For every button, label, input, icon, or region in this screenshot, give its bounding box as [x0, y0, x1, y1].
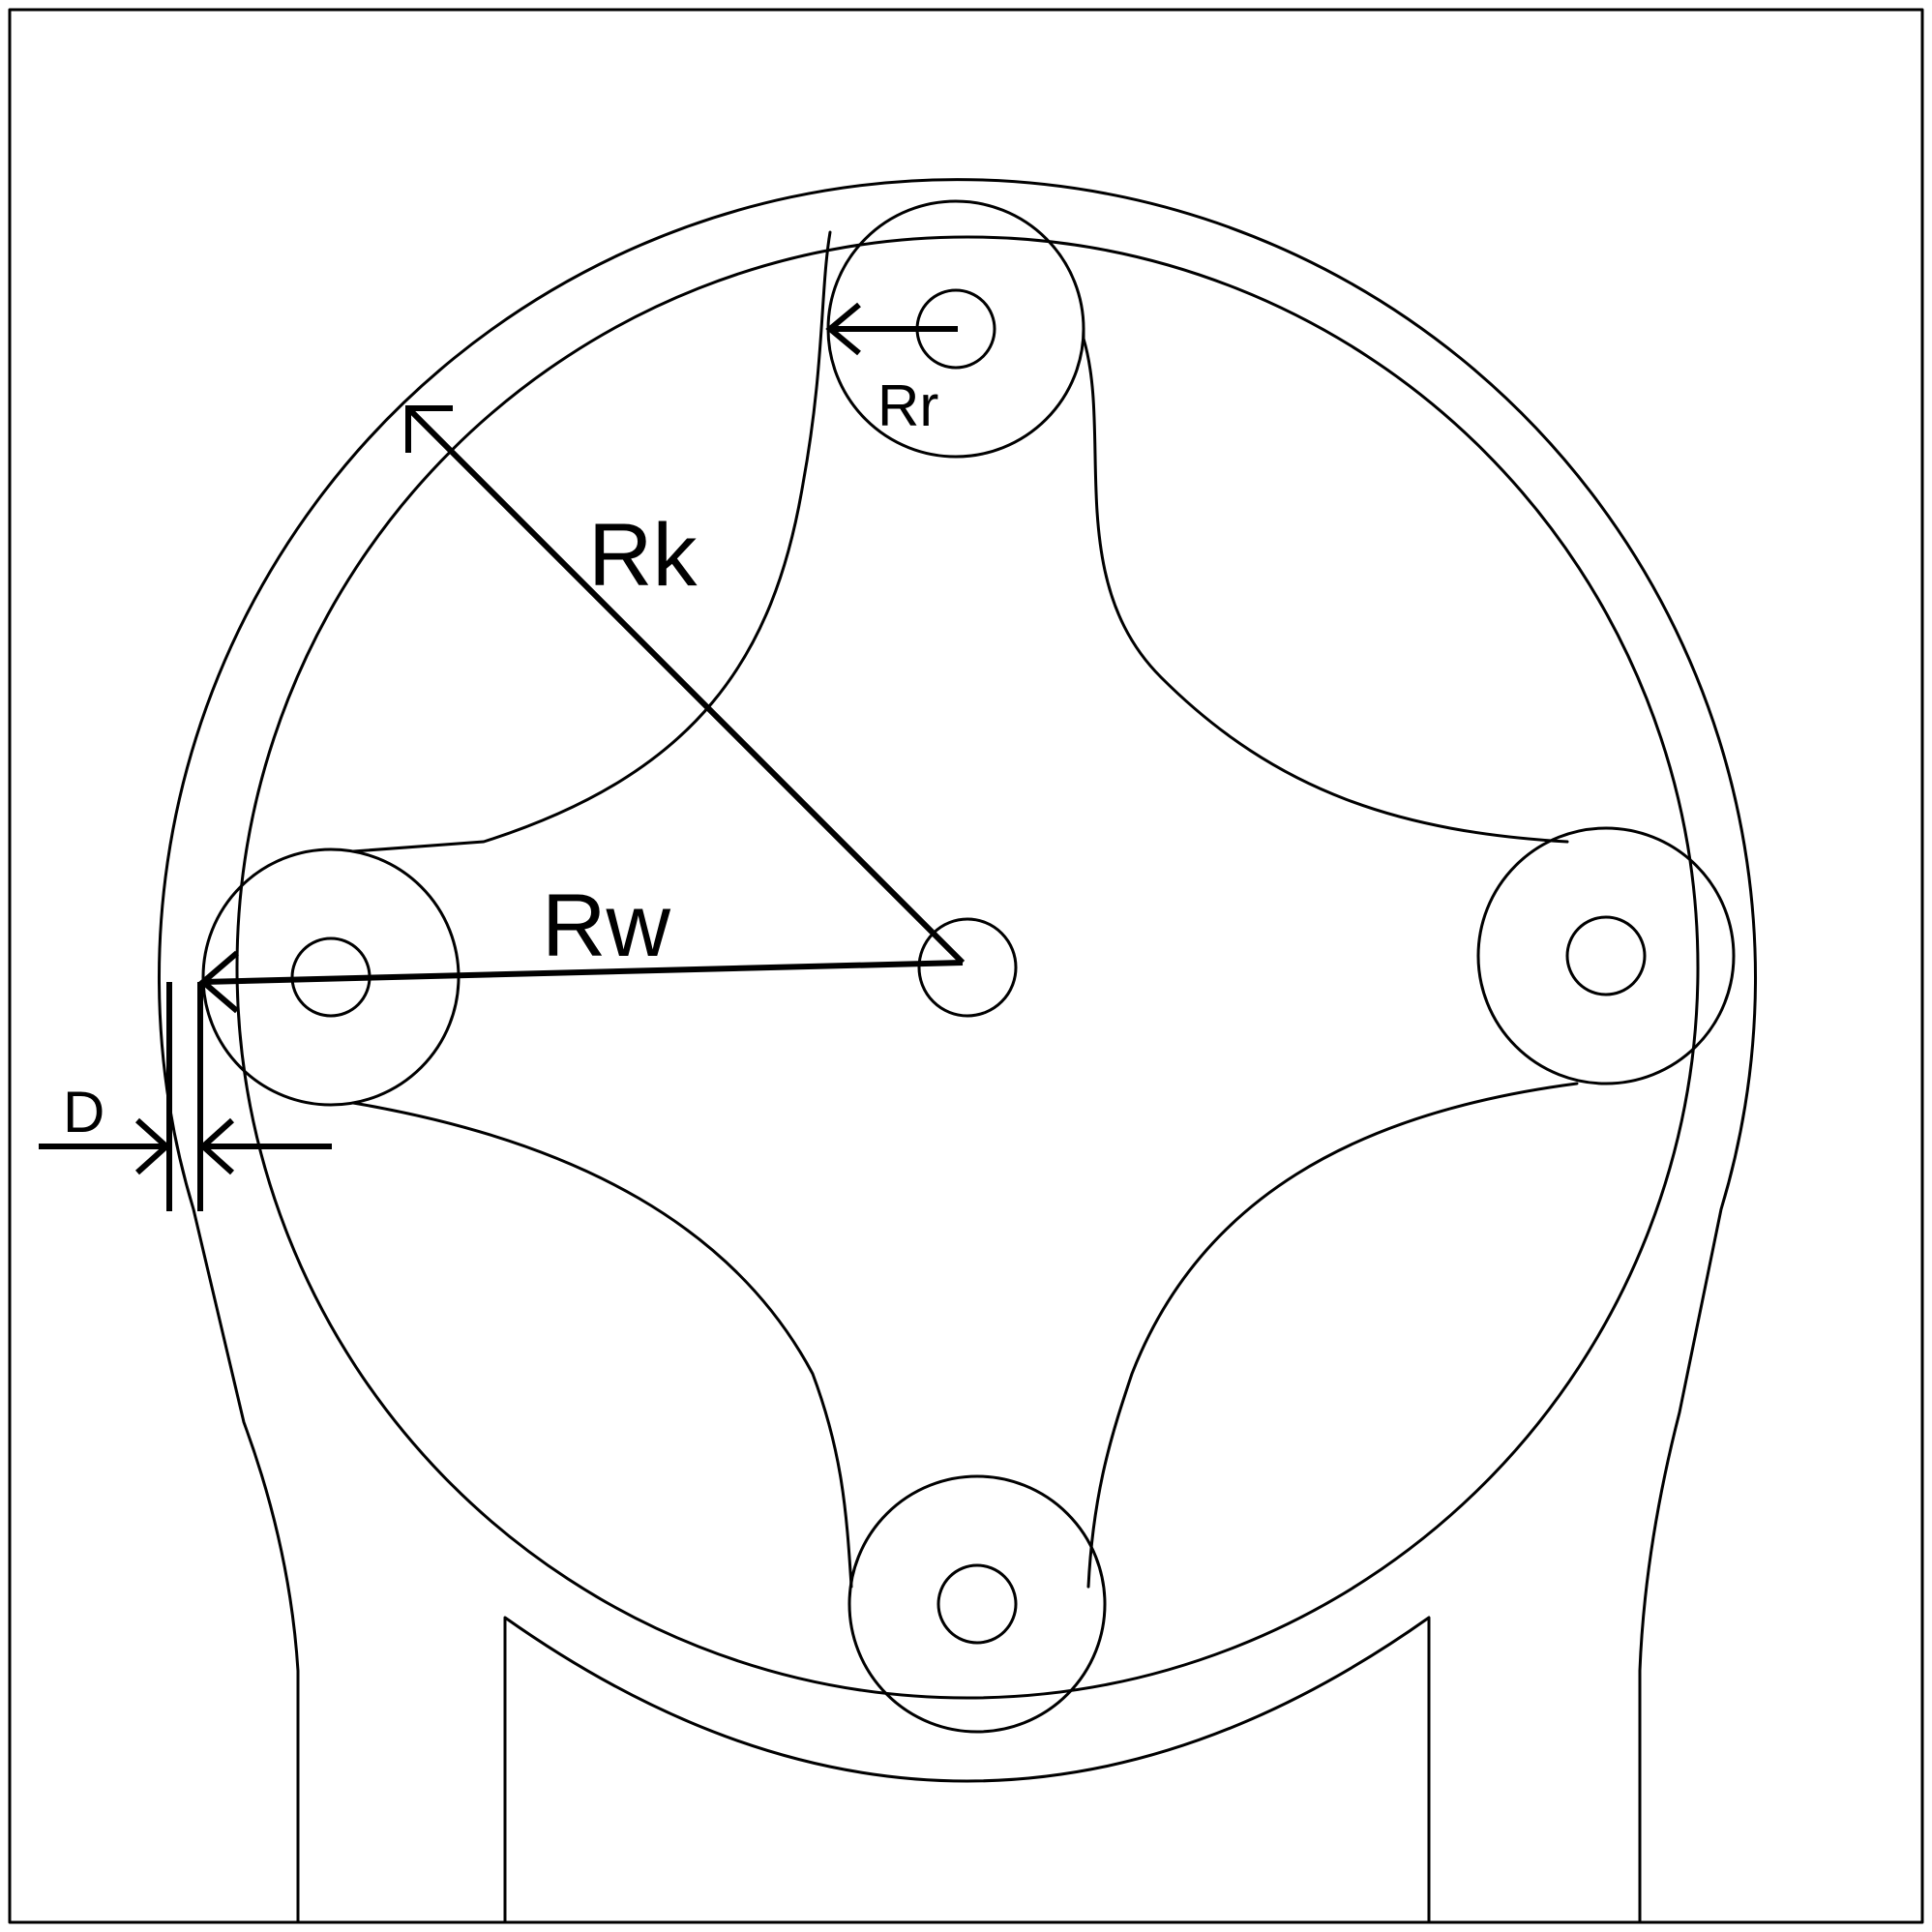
inner-ring — [235, 235, 1700, 1700]
rr-dimension — [825, 302, 958, 356]
frame-border — [8, 8, 1924, 1924]
roller-bottom — [847, 1474, 1107, 1734]
d-label: D — [63, 1080, 104, 1144]
roller-right-outer — [1476, 826, 1736, 1085]
rw-dimension-line — [202, 960, 964, 985]
rk-dimension-line — [405, 405, 966, 966]
central-shaft — [917, 917, 1018, 1018]
roller-right-pin — [1565, 915, 1647, 996]
rr-arrowhead — [825, 302, 861, 356]
roller-bottom-pin — [936, 1563, 1018, 1645]
rk-label: Rk — [588, 506, 698, 605]
d-dimension — [39, 982, 332, 1211]
d-arrowhead-right — [198, 1117, 235, 1175]
d-arrowhead-left — [134, 1117, 171, 1175]
roller-bottom-outer — [847, 1474, 1107, 1734]
rr-label: Rr — [877, 373, 938, 438]
rk-arrowhead — [405, 405, 453, 453]
rk-dimension — [405, 405, 966, 966]
housing-outline — [158, 178, 1757, 1924]
carrier-plate — [351, 230, 1579, 1589]
bottom-slot — [503, 1616, 1431, 1924]
roller-right — [1476, 826, 1736, 1085]
rw-label: Rw — [542, 877, 670, 975]
